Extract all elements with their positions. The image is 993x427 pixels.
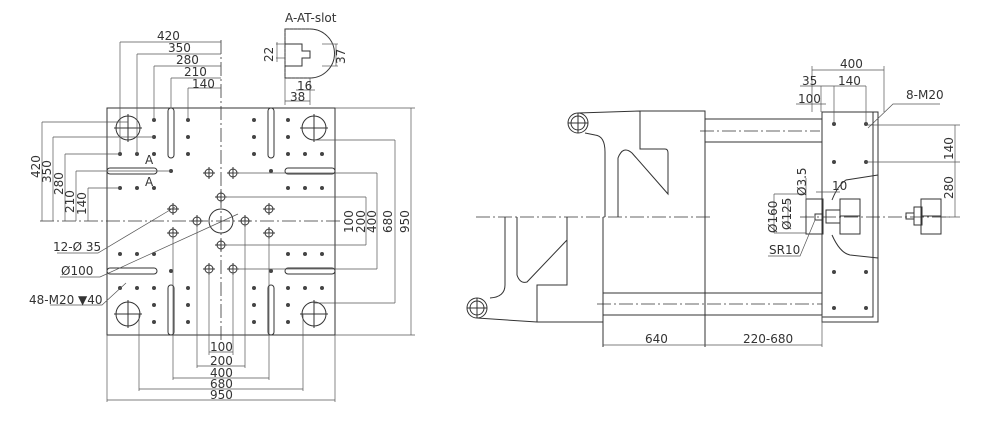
locating-ring-inner-dim: Ø125 bbox=[780, 198, 794, 230]
bolt-hole bbox=[303, 186, 307, 190]
right-dim: 680 bbox=[381, 210, 395, 233]
section-mark: A bbox=[145, 175, 154, 189]
side-bolts bbox=[832, 122, 868, 310]
section-mark: A bbox=[145, 153, 154, 167]
bolt-hole bbox=[864, 270, 868, 274]
thread-callout: 8-M20 bbox=[906, 88, 944, 102]
bolt-hole bbox=[286, 118, 290, 122]
dimension-lines bbox=[41, 41, 415, 402]
holes-callout: 12-Ø 35 bbox=[53, 240, 101, 254]
bolt-hole bbox=[320, 286, 324, 290]
bolt-hole bbox=[152, 186, 156, 190]
bolt-hole bbox=[169, 269, 173, 273]
left-dim: 420 bbox=[29, 155, 43, 178]
bolt-hole bbox=[135, 186, 139, 190]
right-dim: 200 bbox=[354, 210, 368, 233]
right-dim: 100 bbox=[342, 210, 356, 233]
bolt-hole bbox=[286, 152, 290, 156]
platen-thickness-dim: 640 bbox=[645, 332, 668, 346]
right-dim: 280 bbox=[942, 176, 956, 199]
bolt-hole bbox=[135, 286, 139, 290]
threads-callout: 48-M20 ▼40 bbox=[29, 293, 103, 307]
bolt-hole bbox=[135, 252, 139, 256]
bolt-hole bbox=[186, 303, 190, 307]
tie-bar-top bbox=[704, 118, 823, 143]
bolt-hole bbox=[186, 320, 190, 324]
top-dim: 350 bbox=[168, 41, 191, 55]
bolt-hole bbox=[320, 152, 324, 156]
front-view: A-AT-slot 22 37 16 38 420 350 280 210 14… bbox=[29, 11, 415, 402]
side-dimension-lines bbox=[603, 66, 960, 347]
bolt-hole bbox=[320, 186, 324, 190]
offset-dim: 35 bbox=[802, 74, 817, 88]
nozzle-offset-dim: 10 bbox=[832, 179, 847, 193]
bolt-hole bbox=[152, 286, 156, 290]
center-hole-callout: Ø100 bbox=[61, 264, 93, 278]
bolt-hole bbox=[303, 286, 307, 290]
bolt-hole bbox=[303, 152, 307, 156]
bottom-dim: 100 bbox=[210, 340, 233, 354]
slot-dim: 22 bbox=[262, 47, 276, 62]
top-dim: 140 bbox=[192, 77, 215, 91]
bolt-hole bbox=[286, 286, 290, 290]
edge-dim: 100 bbox=[798, 92, 821, 106]
bolt-hole bbox=[252, 118, 256, 122]
bolt-hole bbox=[186, 135, 190, 139]
bolt-hole bbox=[252, 286, 256, 290]
section-title: A-AT-slot bbox=[285, 11, 337, 25]
locating-ring-dim: Ø160 bbox=[766, 201, 780, 233]
bolt-hole bbox=[303, 252, 307, 256]
platen-width-dim: 400 bbox=[840, 57, 863, 71]
right-dim: 400 bbox=[365, 210, 379, 233]
left-dim: 280 bbox=[52, 172, 66, 195]
moving-platen bbox=[821, 111, 879, 323]
bolt-hole bbox=[186, 286, 190, 290]
bolt-hole bbox=[252, 152, 256, 156]
slot-dim: 16 bbox=[297, 79, 312, 93]
top-dim: 420 bbox=[157, 29, 180, 43]
bolt-hole bbox=[269, 269, 273, 273]
bolt-hole bbox=[252, 320, 256, 324]
bolt-hole bbox=[286, 320, 290, 324]
bolt-hole bbox=[286, 186, 290, 190]
left-dim: 140 bbox=[75, 192, 89, 215]
bolt-hole bbox=[832, 270, 836, 274]
top-dim: 280 bbox=[176, 53, 199, 67]
center-hole bbox=[208, 208, 234, 234]
nozzle-bore-dim: Ø3.5 bbox=[795, 167, 809, 196]
bottom-dim: 400 bbox=[210, 366, 233, 380]
right-dim: 950 bbox=[398, 210, 412, 233]
bolt-hole bbox=[152, 152, 156, 156]
holes bbox=[114, 114, 328, 328]
bottom-dim: 950 bbox=[210, 388, 233, 402]
sphere-radius-dim: SR10 bbox=[769, 243, 800, 257]
bolt-hole bbox=[864, 306, 868, 310]
bolt-hole bbox=[286, 303, 290, 307]
bolt-hole bbox=[152, 320, 156, 324]
bottom-dim: 680 bbox=[210, 377, 233, 391]
spacing-dim: 140 bbox=[838, 74, 861, 88]
bolt-hole bbox=[269, 169, 273, 173]
t-slot-section bbox=[276, 28, 338, 105]
slot-dim: 37 bbox=[334, 49, 348, 64]
bottom-dim: 200 bbox=[210, 354, 233, 368]
bolt-hole bbox=[252, 303, 256, 307]
bolt-hole bbox=[252, 135, 256, 139]
stroke-range-dim: 220-680 bbox=[743, 332, 793, 346]
bolt-hole bbox=[832, 306, 836, 310]
bolt-hole bbox=[186, 152, 190, 156]
bolt-hole bbox=[286, 252, 290, 256]
bolt-hole bbox=[320, 252, 324, 256]
bolt-hole bbox=[118, 252, 122, 256]
left-dim: 350 bbox=[40, 160, 54, 183]
bolt-hole bbox=[152, 303, 156, 307]
bolt-hole bbox=[832, 160, 836, 164]
right-dim: 140 bbox=[942, 137, 956, 160]
left-dim: 210 bbox=[63, 190, 77, 213]
slot-dim: 38 bbox=[290, 90, 305, 104]
top-dim: 210 bbox=[184, 65, 207, 79]
side-view: 400 35 140 100 8-M20 140 280 Ø3.5 10 Ø16… bbox=[466, 57, 960, 347]
bolt-hole bbox=[286, 135, 290, 139]
